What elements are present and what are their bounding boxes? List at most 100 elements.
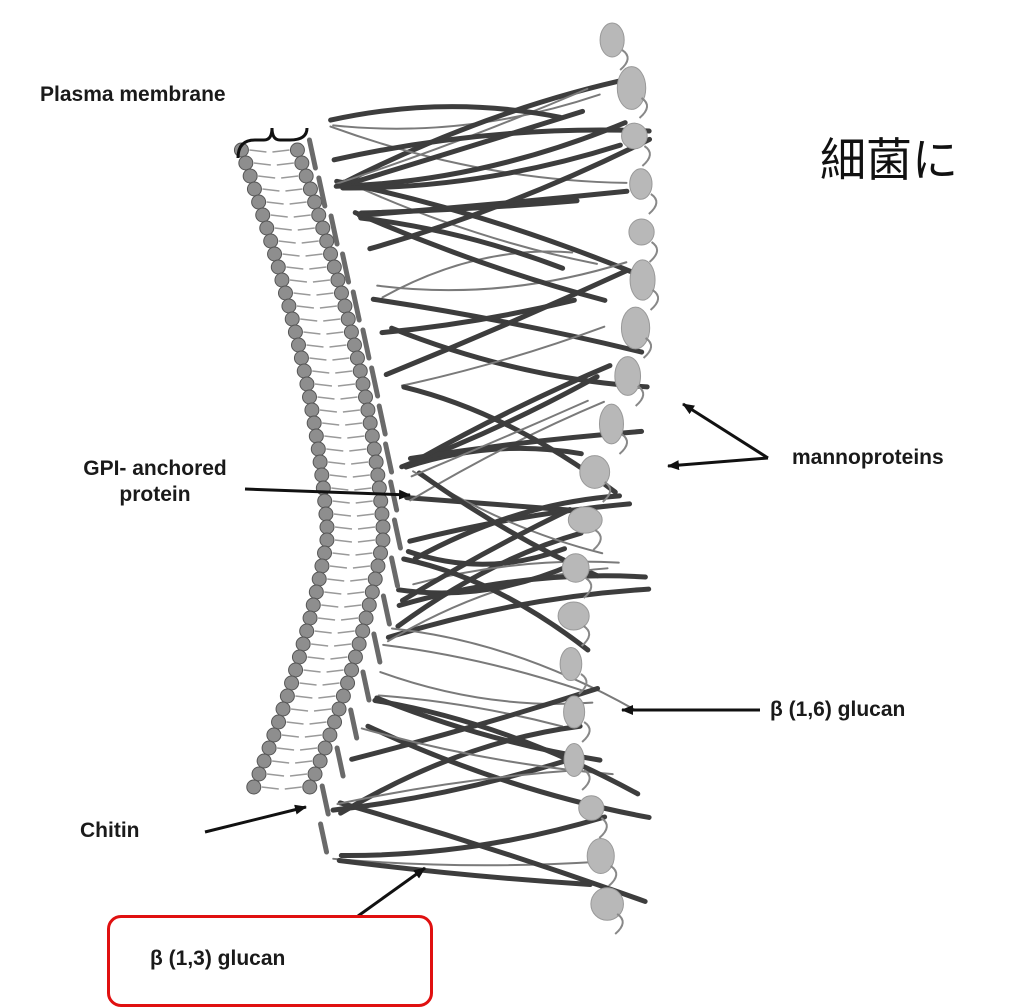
lipid-head — [292, 650, 306, 664]
lipid-tail — [338, 631, 355, 633]
lipid-tail — [326, 332, 343, 334]
lipid-tail — [291, 709, 308, 711]
lipid-tail — [314, 709, 331, 711]
lipid-head — [252, 767, 266, 781]
lipid-head — [291, 338, 305, 352]
lipid-head — [375, 507, 389, 521]
lipid-tail — [353, 475, 370, 477]
lipid-tail — [287, 722, 304, 724]
lipid-head — [341, 676, 355, 690]
lipid-tail — [315, 631, 332, 633]
lipid-head — [308, 195, 322, 209]
lipid-tail — [349, 449, 366, 451]
lipid-head — [341, 312, 355, 326]
label-gpi-anchored-protein: GPI- anchored protein — [37, 456, 273, 509]
lipid-head — [268, 247, 282, 261]
lipid-head — [359, 611, 373, 625]
lipid-head — [297, 364, 311, 378]
lipid-head — [252, 195, 266, 209]
lipid-head — [305, 403, 319, 417]
lipid-tail — [341, 397, 358, 399]
lipid-head — [376, 533, 390, 547]
lipid-head — [313, 455, 327, 469]
lipid-tail — [351, 462, 368, 464]
mannoprotein-chain — [620, 50, 628, 70]
lipid-head — [331, 273, 345, 287]
lipid-head — [365, 429, 379, 443]
lipid-head — [303, 390, 317, 404]
lipid-tail — [290, 280, 307, 282]
mannoprotein-blob — [568, 507, 602, 533]
lipid-head — [350, 351, 364, 365]
lipid-tail — [315, 384, 332, 386]
lipid-tail — [321, 605, 338, 607]
label-beta16-glucan: β (1,6) glucan — [770, 697, 905, 723]
lipid-tail — [316, 293, 333, 295]
lipid-tail — [309, 358, 326, 360]
lipid-head — [306, 598, 320, 612]
glucan-fiber — [341, 817, 604, 856]
lipid-head — [347, 338, 361, 352]
lipid-tail — [312, 371, 329, 373]
lipid-tail — [285, 189, 302, 191]
mannoproteins-arrow-lower — [668, 458, 768, 466]
mannoprotein-blob — [629, 219, 654, 245]
lipid-tail — [282, 735, 299, 737]
lipid-tail — [283, 254, 300, 256]
lipid-tail — [311, 644, 328, 646]
lipid-tail — [294, 215, 311, 217]
chitin-arrow — [205, 807, 306, 832]
lipid-head — [362, 598, 376, 612]
lipid-tail — [335, 527, 352, 529]
lipid-head — [280, 689, 294, 703]
lipid-head — [290, 143, 304, 157]
lipid-head — [313, 754, 327, 768]
chitin-segment — [392, 558, 398, 586]
lipid-head — [247, 182, 261, 196]
lipid-head — [363, 416, 377, 430]
chitin-segment — [386, 444, 392, 472]
lipid-tail — [295, 761, 312, 763]
lipid-tail — [290, 202, 307, 204]
lipid-tail — [267, 202, 284, 204]
label-gpi-line1: GPI- anchored — [37, 456, 273, 482]
lipid-tail — [295, 696, 312, 698]
mannoprotein-blob — [630, 260, 655, 300]
label-gpi-line2: protein — [37, 482, 273, 508]
mannoprotein-chain — [650, 242, 658, 262]
lipid-head — [365, 585, 379, 599]
mannoprotein-chain — [599, 818, 607, 838]
beta13-glucan-arrow — [358, 868, 425, 916]
chitin-segment — [351, 710, 357, 738]
lipid-tail — [262, 787, 279, 789]
mannoprotein-blob — [615, 357, 641, 396]
mannoprotein-blob — [630, 169, 652, 200]
lipid-tail — [285, 787, 302, 789]
lipid-tail — [279, 241, 296, 243]
lipid-head — [247, 780, 261, 794]
lipid-tail — [310, 722, 327, 724]
lipid-tail — [322, 423, 339, 425]
lipid-head — [264, 234, 278, 248]
chitin-segment — [309, 140, 315, 168]
mannoprotein-blob — [617, 67, 645, 110]
lipid-head — [285, 312, 299, 326]
lipid-tail — [320, 410, 337, 412]
lipid-tail — [286, 267, 303, 269]
chitin-segment — [394, 520, 400, 548]
lipid-tail — [354, 488, 371, 490]
lipid-tail — [350, 579, 367, 581]
mannoprotein-blob — [562, 554, 589, 582]
lipid-head — [278, 286, 292, 300]
lipid-tail — [345, 423, 362, 425]
lipid-tail — [304, 670, 321, 672]
lipid-head — [315, 468, 329, 482]
chitin-segment — [379, 406, 385, 434]
chitin-segment — [363, 330, 369, 358]
lipid-tail — [332, 358, 349, 360]
lipid-head — [367, 442, 381, 456]
mannoprotein-blob — [622, 123, 648, 149]
lipid-head — [294, 351, 308, 365]
lipid-head — [276, 702, 290, 716]
